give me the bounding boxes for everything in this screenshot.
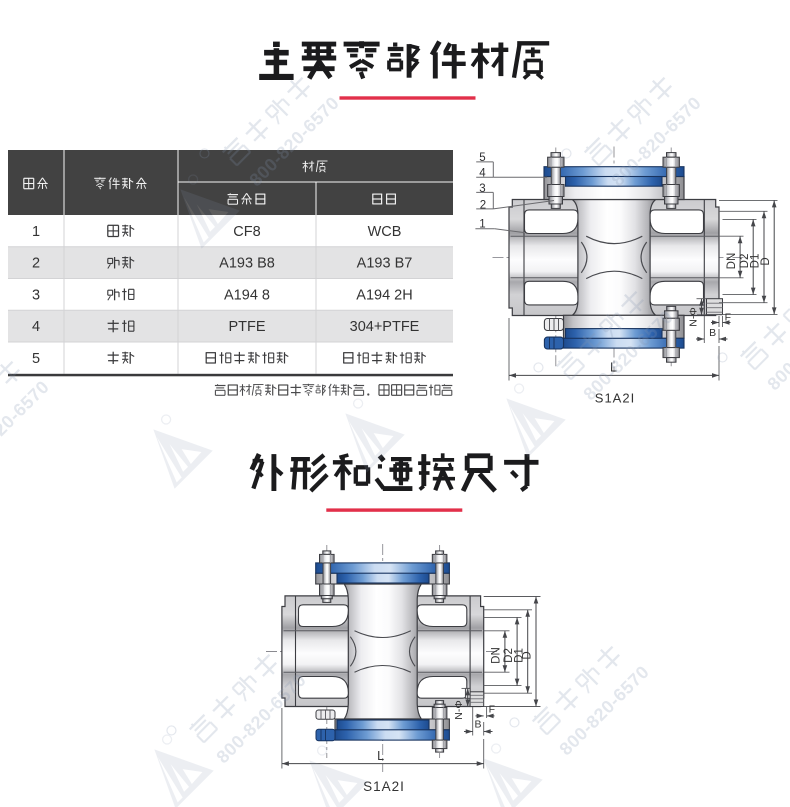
svg-text:L: L [377,749,384,763]
svg-text:D2: D2 [503,648,515,663]
svg-text:N-Φ: N-Φ [687,307,699,326]
svg-text:A193 B7: A193 B7 [357,256,413,272]
svg-text:D1: D1 [513,648,525,663]
svg-text:3: 3 [32,287,40,303]
svg-text:D1: D1 [750,254,762,269]
svg-text:D: D [760,257,772,265]
svg-text:2: 2 [32,256,40,272]
svg-text:F: F [725,311,731,323]
svg-text:CF8: CF8 [233,224,260,240]
svg-text:1: 1 [479,218,485,230]
svg-text:A193 B8: A193 B8 [219,256,275,272]
svg-text:A194 8: A194 8 [224,287,270,303]
svg-text:N-Φ: N-Φ [453,700,465,719]
svg-text:5: 5 [32,351,40,367]
svg-text:DN: DN [726,253,738,270]
svg-text:D2: D2 [739,254,751,269]
svg-text:304+PTFE: 304+PTFE [350,319,420,335]
svg-text:3: 3 [479,183,485,195]
svg-text:2: 2 [480,199,486,211]
svg-text:5: 5 [479,152,485,164]
svg-text:1: 1 [32,224,40,240]
svg-text:B: B [474,719,481,731]
svg-text:4: 4 [32,319,40,335]
svg-text:D: D [522,651,534,659]
svg-text:S1A2I: S1A2I [595,391,635,406]
svg-text:4: 4 [479,167,486,179]
svg-text:A194 2H: A194 2H [356,287,412,303]
svg-text:L: L [610,361,617,375]
svg-text:PTFE: PTFE [228,319,265,335]
svg-text:F: F [489,704,495,716]
svg-text:S1A2I: S1A2I [363,779,405,794]
svg-text:WCB: WCB [368,224,402,240]
svg-text:DN: DN [491,647,503,664]
svg-text:B: B [709,327,716,339]
